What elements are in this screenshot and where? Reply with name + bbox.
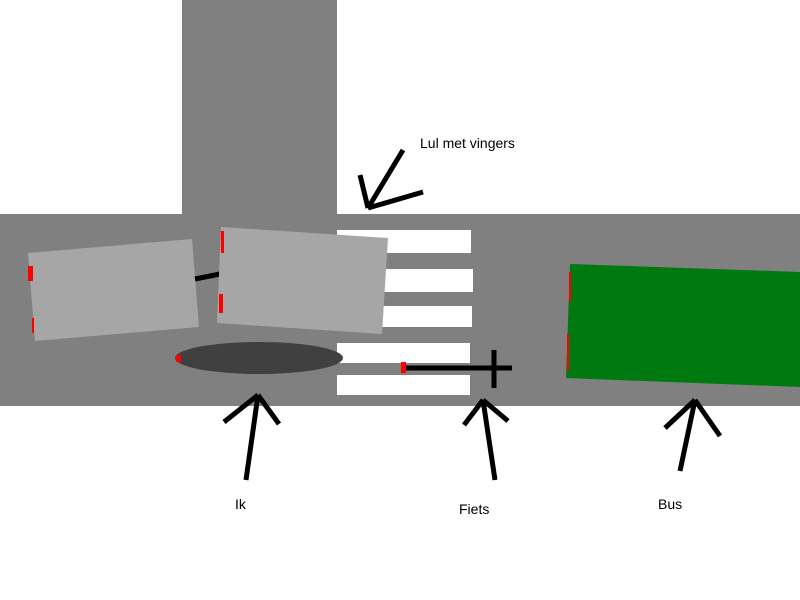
bus	[566, 264, 800, 387]
label-bike: Fiets	[459, 501, 489, 517]
rear-light	[221, 231, 224, 253]
me-shape	[175, 342, 343, 374]
label-bus: Bus	[658, 496, 682, 512]
bus-body	[566, 264, 800, 387]
tow-bar	[194, 271, 221, 282]
label-pointer: Lul met vingers	[420, 135, 515, 151]
rear-light	[32, 318, 34, 333]
arrow-pointer	[357, 148, 424, 211]
me-light	[176, 355, 181, 362]
bus-light	[569, 272, 571, 302]
crosswalk-stripe	[337, 375, 470, 395]
side-road	[182, 0, 337, 214]
bus-light	[567, 334, 569, 371]
rear-light	[219, 294, 223, 313]
car-with-trailer	[28, 227, 388, 341]
crosswalk-stripe	[337, 343, 470, 363]
arrow-bus	[663, 398, 723, 472]
trailer	[28, 239, 199, 341]
arrow-bike	[462, 398, 510, 481]
arrow-me	[222, 393, 282, 481]
bike-light	[401, 362, 406, 373]
car	[217, 227, 388, 334]
me-ellipse	[175, 342, 343, 374]
bike	[401, 350, 512, 388]
label-me: Ik	[235, 496, 247, 512]
arrows	[222, 148, 723, 481]
rear-light	[28, 266, 33, 281]
